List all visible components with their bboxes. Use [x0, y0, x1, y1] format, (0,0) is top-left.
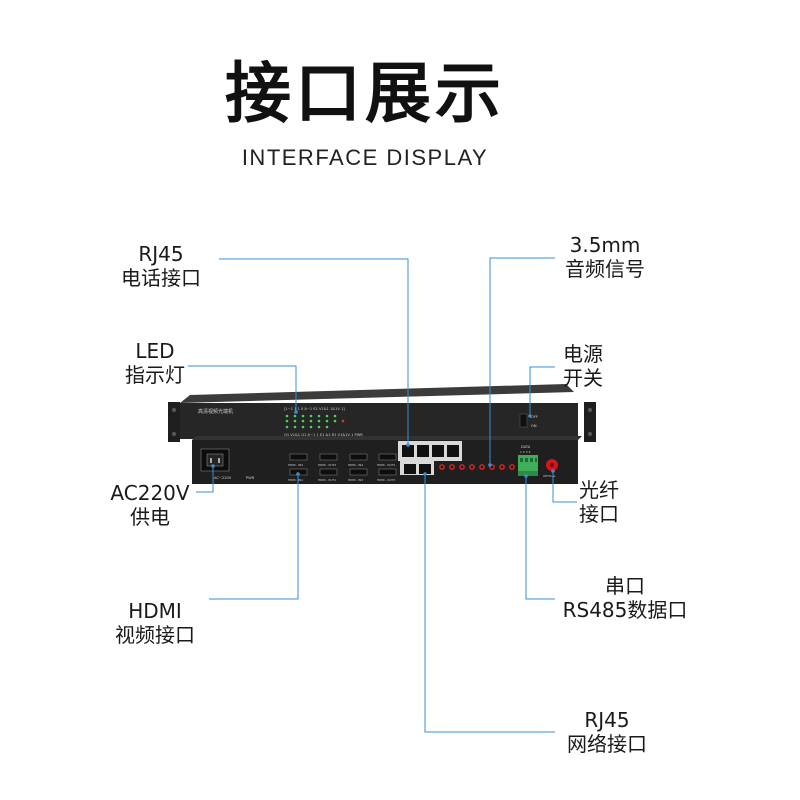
callout-rj45-net-line1: RJ45 [584, 708, 630, 732]
callout-audio-line2: 音频信号 [565, 257, 645, 281]
callout-serial-line1: 串口 [605, 574, 645, 598]
hdmi-ports [289, 453, 397, 476]
data-label: DATA [521, 445, 531, 449]
callout-rj45-phone-line1: RJ45 [138, 242, 184, 266]
page-subtitle: INTERFACE DISPLAY [241, 145, 489, 170]
fiber-label: OPTICAL [543, 474, 556, 478]
callout-led-line1: LED [135, 339, 175, 363]
callout-fiber: 光纤 接口 [573, 478, 625, 526]
callout-rj45-phone-line2: 电话接口 [121, 266, 201, 290]
hdmi-label: HDMI - OUT2 [318, 463, 336, 467]
callout-hdmi-line2: 视频接口 [115, 623, 195, 647]
front-led-legend: [1~1 1 1 0 A~1 E1 V1&1 1&1V 1] [284, 407, 345, 411]
callout-hdmi: HDMI 视频接口 [102, 599, 208, 647]
hdmi-label: HDMI - OUT1 [318, 478, 336, 482]
callout-led-line2: 指示灯 [125, 363, 185, 387]
callout-power-switch-line2: 开关 [563, 366, 603, 390]
rear-panel [192, 440, 578, 484]
switch-off-label: OFF [531, 415, 538, 419]
hdmi-label: HDMI - OUT3 [377, 478, 395, 482]
front-unit-top [180, 384, 574, 403]
callout-hdmi-line1: HDMI [128, 599, 182, 623]
pwr-label: PWR [246, 476, 255, 480]
callout-rj45-net-line2: 网络接口 [567, 732, 647, 756]
callout-power-switch-line1: 电源 [563, 342, 603, 366]
right-rack-ear [584, 402, 596, 442]
rj45-ports [398, 441, 462, 475]
hdmi-label: HDMI - IN2 [288, 463, 303, 467]
callout-ac220v-line1: AC220V [110, 481, 190, 505]
left-rack-ear [168, 402, 180, 442]
callout-power-switch: 电源 开关 [555, 342, 611, 390]
led-indicators [285, 414, 345, 429]
front-panel [180, 403, 578, 439]
callout-ac220v-line2: 供电 [130, 505, 170, 529]
power-port-label: AC~220V [214, 476, 232, 480]
switch-on-label: ON [531, 424, 537, 428]
leader-lines [188, 257, 577, 733]
hdmi-label: HDMI - OUT4 [377, 463, 395, 467]
callout-fiber-line1: 光纤 [579, 478, 619, 502]
callout-audio: 3.5mm 音频信号 [555, 233, 655, 281]
front-led-legend-2: Q1 V1&1 Q1 A~1 1 E1 &1 R1 V1&1V 1 PWR [284, 433, 363, 437]
hdmi-label: HDMI - IN4 [348, 463, 363, 467]
callout-rj45-net: RJ45 网络接口 [555, 708, 659, 756]
callout-rj45-phone: RJ45 电话接口 [108, 242, 214, 290]
data-pins-label: 1 2 3 4 [520, 450, 531, 454]
hdmi-label: HDMI - IN1 [288, 478, 303, 482]
callout-audio-line1: 3.5mm [569, 233, 641, 257]
page-title: 接口展示 [225, 55, 505, 132]
callout-led: LED 指示灯 [115, 339, 195, 387]
callout-serial: 串口 RS485数据口 [550, 574, 700, 622]
callout-serial-line2: RS485数据口 [562, 598, 688, 622]
front-label: 高清视频光端机 [198, 408, 233, 415]
hdmi-label: HDMI - IN3 [348, 478, 363, 482]
fiber-port-icon [546, 459, 558, 471]
callout-fiber-line2: 接口 [579, 502, 619, 526]
power-switch-icon [519, 413, 528, 428]
callout-ac220v: AC220V 供电 [104, 481, 196, 529]
rs485-terminal-icon [518, 455, 538, 476]
ac-power-socket-icon [200, 448, 230, 472]
